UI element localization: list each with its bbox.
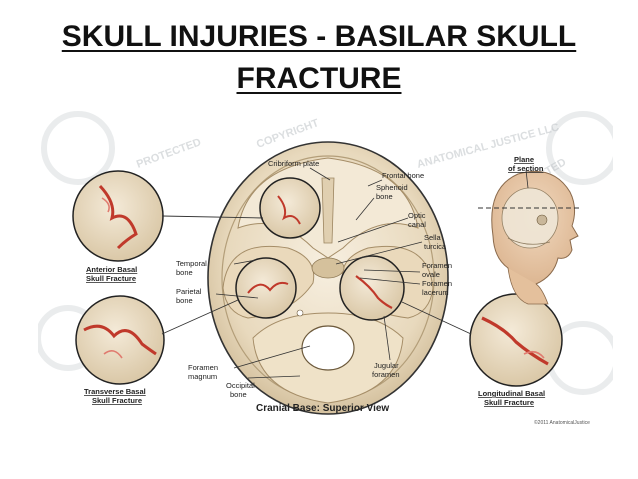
label-plane-of-section: Plane bbox=[514, 155, 534, 164]
slide-title: SKULL INJURIES - BASILAR SKULL FRACTURE bbox=[0, 16, 638, 100]
label-longitudinal-basal-fracture: Skull Fracture bbox=[484, 398, 534, 407]
label-foramen-ovale: ovale bbox=[422, 270, 440, 279]
foramen-magnum-hole bbox=[301, 325, 355, 371]
label-optic-canal: Optic bbox=[408, 211, 426, 220]
anatomy-labels: Cribriform plate Frontal bone Sphenoid b… bbox=[176, 155, 544, 399]
label-sphenoid-bone: Sphenoid bbox=[376, 183, 408, 192]
watermark-seal bbox=[546, 111, 613, 185]
transverse-detail-circle bbox=[235, 257, 297, 319]
detail-circles bbox=[235, 177, 405, 321]
label-temporal-bone: Temporal bbox=[176, 259, 207, 268]
anterior-inset bbox=[72, 170, 264, 262]
label-plane-of-section: of section bbox=[508, 164, 544, 173]
label-jugular-foramen: Jugular bbox=[374, 361, 399, 370]
label-foramen-magnum: magnum bbox=[188, 372, 217, 381]
anterior-detail-circle bbox=[259, 177, 321, 239]
label-jugular-foramen: foramen bbox=[372, 370, 400, 379]
label-foramen-ovale: Foramen bbox=[422, 261, 452, 270]
basilar-fracture-illustration: COPYRIGHT ANATOMICAL JUSTICE LLC PROTECT… bbox=[38, 108, 613, 430]
label-optic-canal: canal bbox=[408, 220, 426, 229]
longitudinal-detail-circle bbox=[339, 255, 405, 321]
label-foramen-magnum: Foramen bbox=[188, 363, 218, 372]
label-foramen-lacerum: lacerum bbox=[422, 288, 449, 297]
label-foramen-lacerum: Foramen bbox=[422, 279, 452, 288]
label-transverse-basal-fracture: Transverse Basal bbox=[84, 387, 146, 396]
title-line-1: SKULL INJURIES - BASILAR SKULL bbox=[61, 20, 577, 53]
label-frontal-bone: Frontal bone bbox=[382, 171, 424, 180]
copyright-notice: ©2011 AnatomicalJustice bbox=[534, 419, 590, 426]
head-side-view bbox=[478, 169, 582, 305]
label-longitudinal-basal-fracture: Longitudinal Basal bbox=[478, 389, 545, 398]
label-transverse-basal-fracture: Skull Fracture bbox=[92, 396, 142, 405]
longitudinal-fracture-line bbox=[355, 275, 393, 309]
label-parietal-bone: Parietal bbox=[176, 287, 202, 296]
label-temporal-bone: bone bbox=[176, 268, 193, 277]
fracture-type-labels: Anterior Basal Skull Fracture Transverse… bbox=[84, 265, 545, 407]
label-sella-turcica: Sella bbox=[424, 233, 442, 242]
illustration-svg: COPYRIGHT ANATOMICAL JUSTICE LLC PROTECT… bbox=[38, 111, 613, 426]
label-parietal-bone: bone bbox=[176, 296, 193, 305]
leader-lines bbox=[215, 167, 423, 379]
label-anterior-basal-fracture: Anterior Basal bbox=[86, 265, 137, 274]
label-occipital-bone: bone bbox=[230, 390, 247, 399]
label-cribriform-plate: Cribriform plate bbox=[268, 159, 319, 168]
label-sella-turcica: turcica bbox=[424, 242, 447, 251]
transverse-fracture-line bbox=[247, 281, 289, 294]
watermark-text: PROTECTED bbox=[135, 136, 203, 170]
title-line-2: FRACTURE bbox=[236, 62, 402, 95]
label-sphenoid-bone: bone bbox=[376, 192, 393, 201]
watermark-seal bbox=[41, 111, 115, 185]
label-anterior-basal-fracture: Skull Fracture bbox=[86, 274, 136, 283]
anterior-fracture-line bbox=[277, 195, 301, 225]
transverse-inset bbox=[75, 295, 239, 385]
figure-caption: Cranial Base: Superior View bbox=[256, 403, 389, 414]
label-occipital-bone: Occipital bbox=[226, 381, 255, 390]
